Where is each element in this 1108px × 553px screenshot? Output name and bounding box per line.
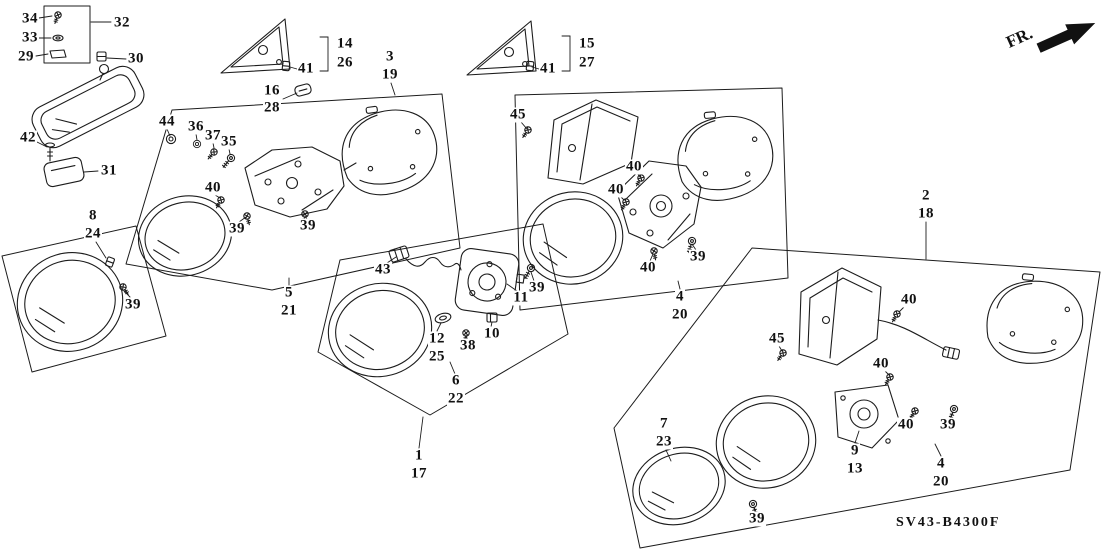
part-label-2: 2 bbox=[921, 187, 931, 204]
part-label-25: 25 bbox=[428, 348, 446, 365]
part-label-42: 42 bbox=[19, 129, 37, 146]
screw-42-icon bbox=[44, 142, 56, 162]
part-label-39: 39 bbox=[689, 248, 707, 265]
part-label-39: 39 bbox=[748, 510, 766, 527]
part-label-39: 39 bbox=[124, 296, 142, 313]
clip-30-icon bbox=[96, 51, 107, 62]
motor-assembly-9 bbox=[834, 384, 900, 449]
part-label-8: 8 bbox=[88, 207, 98, 224]
part-label-40: 40 bbox=[872, 355, 890, 372]
part-label-15: 15 bbox=[578, 35, 596, 52]
part-label-20: 20 bbox=[932, 473, 950, 490]
part-label-23: 23 bbox=[655, 433, 673, 450]
part-label-40: 40 bbox=[625, 158, 643, 175]
part-label-16: 16 bbox=[263, 82, 281, 99]
mirror-bracket-2 bbox=[616, 160, 702, 249]
part-label-37: 37 bbox=[204, 127, 222, 144]
part-label-31: 31 bbox=[100, 162, 118, 179]
pad-16-icon bbox=[294, 83, 312, 97]
part-label-9: 9 bbox=[850, 442, 860, 459]
part-label-36: 36 bbox=[187, 118, 205, 135]
small-parts-box bbox=[43, 5, 91, 64]
fold-wedge-2 bbox=[798, 267, 882, 366]
part-label-39: 39 bbox=[528, 279, 546, 296]
part-label-30: 30 bbox=[127, 50, 145, 67]
part-label-1: 1 bbox=[414, 447, 424, 464]
clip-10-icon bbox=[486, 312, 498, 323]
part-label-39: 39 bbox=[939, 416, 957, 433]
assembly-box-mirror-1 bbox=[125, 93, 461, 291]
pad-29-icon bbox=[49, 49, 67, 59]
harness-connector bbox=[941, 346, 961, 360]
part-label-28: 28 bbox=[263, 99, 281, 116]
part-label-13: 13 bbox=[846, 460, 864, 477]
mirror-bracket-1 bbox=[244, 146, 357, 218]
part-label-26: 26 bbox=[336, 54, 354, 71]
part-label-33: 33 bbox=[21, 29, 39, 46]
assembly-box-mirror-3 bbox=[613, 247, 1101, 549]
part-label-34: 34 bbox=[21, 10, 39, 27]
part-label-41: 41 bbox=[539, 60, 557, 77]
part-label-40: 40 bbox=[900, 291, 918, 308]
part-label-40: 40 bbox=[639, 259, 657, 276]
part-label-7: 7 bbox=[659, 415, 669, 432]
part-label-27: 27 bbox=[578, 54, 596, 71]
part-label-40: 40 bbox=[607, 181, 625, 198]
part-label-29: 29 bbox=[17, 48, 35, 65]
part-label-45: 45 bbox=[509, 106, 527, 123]
part-label-22: 22 bbox=[447, 390, 465, 407]
part-label-40: 40 bbox=[897, 416, 915, 433]
harness-wire bbox=[877, 319, 947, 351]
part-label-18: 18 bbox=[917, 205, 935, 222]
part-label-21: 21 bbox=[280, 302, 298, 319]
diagram-code: SV43-B4300F bbox=[896, 515, 1001, 530]
part-label-12: 12 bbox=[428, 330, 446, 347]
part-label-20: 20 bbox=[671, 306, 689, 323]
part-label-3: 3 bbox=[385, 48, 395, 65]
part-label-35: 35 bbox=[220, 133, 238, 150]
part-label-5: 5 bbox=[284, 284, 294, 301]
part-label-38: 38 bbox=[459, 337, 477, 354]
part-label-32: 32 bbox=[113, 14, 131, 31]
part-label-14: 14 bbox=[336, 35, 354, 52]
mirror-base-31 bbox=[43, 156, 85, 188]
assembly-boxes bbox=[1, 5, 1101, 549]
wire-connector-43 bbox=[388, 245, 410, 263]
part-label-6: 6 bbox=[451, 372, 461, 389]
part-label-17: 17 bbox=[410, 465, 428, 482]
part-label-11: 11 bbox=[512, 289, 530, 306]
fold-wedge-1 bbox=[547, 99, 639, 185]
part-label-41: 41 bbox=[297, 60, 315, 77]
part-label-24: 24 bbox=[84, 225, 102, 242]
part-label-39: 39 bbox=[299, 217, 317, 234]
part-label-45: 45 bbox=[768, 330, 786, 347]
part-label-43: 43 bbox=[374, 261, 392, 278]
pad-12-icon bbox=[434, 312, 452, 324]
assembly-box-mirror-2 bbox=[514, 87, 789, 311]
actuator-wire bbox=[405, 256, 462, 271]
part-label-39: 39 bbox=[228, 220, 246, 237]
fr-arrow-icon bbox=[1036, 22, 1096, 53]
part-label-19: 19 bbox=[381, 66, 399, 83]
part-label-4: 4 bbox=[936, 455, 946, 472]
washer-33-icon bbox=[52, 34, 64, 42]
part-label-44: 44 bbox=[158, 113, 176, 130]
part-label-40: 40 bbox=[204, 179, 222, 196]
part-label-10: 10 bbox=[483, 325, 501, 342]
part-label-4: 4 bbox=[675, 288, 685, 305]
interior-mirror bbox=[31, 63, 145, 149]
assembly-box-actuator bbox=[317, 223, 569, 416]
